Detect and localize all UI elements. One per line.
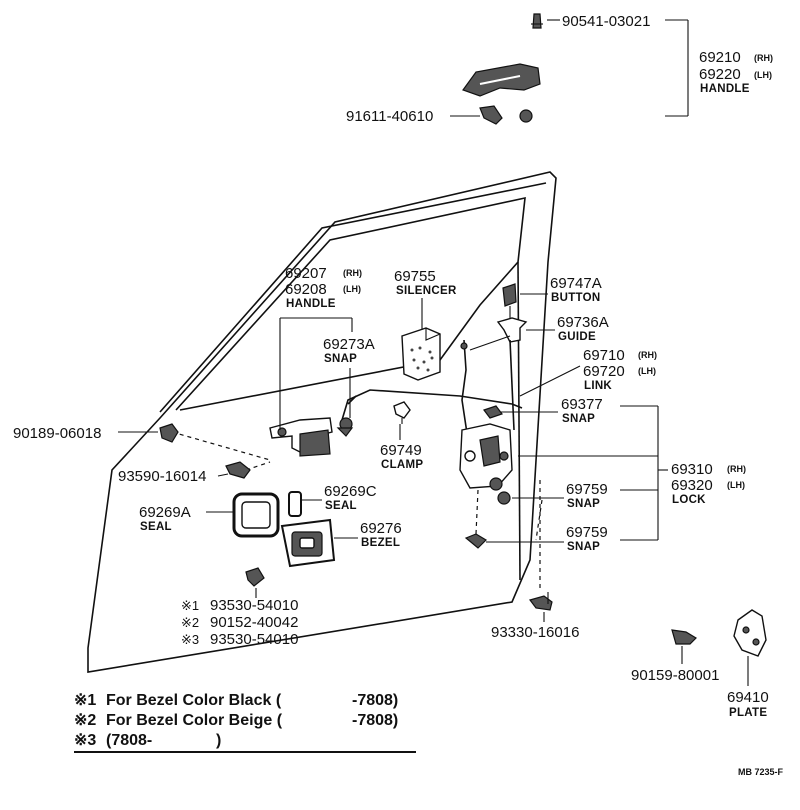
label-69273a: 69273A — [323, 336, 375, 353]
inside-mechanism — [171, 283, 543, 592]
label-69220-side: (LH) — [754, 70, 772, 80]
label-69749: 69749 — [380, 442, 422, 459]
label-seal-69269a: SEAL — [140, 521, 172, 533]
note-1-mark: ※1 — [74, 692, 96, 709]
screw-93590 — [225, 461, 251, 479]
screw-2-num: 90152-40042 — [210, 614, 298, 631]
lock-button — [502, 283, 517, 318]
label-69320-side: (LH) — [727, 480, 745, 490]
label-guide: GUIDE — [558, 331, 596, 343]
label-90159-80001: 90159-80001 — [631, 667, 719, 684]
label-snap-69273a: SNAP — [324, 353, 357, 365]
clip-90189 — [159, 423, 179, 443]
door-outline — [87, 171, 557, 673]
screw-1-mark: ※1 — [181, 598, 199, 613]
label-bezel: BEZEL — [361, 537, 400, 549]
label-69269c: 69269C — [324, 483, 377, 500]
label-93590-16014: 93590-16014 — [118, 468, 206, 485]
label-69276: 69276 — [360, 520, 402, 537]
screw-1-num: 93530-54010 — [210, 597, 298, 614]
label-69377: 69377 — [561, 396, 603, 413]
label-69208-side: (LH) — [343, 284, 361, 294]
label-69269a: 69269A — [139, 504, 191, 521]
label-handle-inside: HANDLE — [286, 298, 336, 310]
note-3-text: (7808- — [106, 732, 152, 749]
inside-handle — [269, 417, 333, 457]
label-plate: PLATE — [729, 707, 767, 719]
label-snap-69377: SNAP — [562, 413, 595, 425]
label-69410: 69410 — [727, 689, 769, 706]
label-69207: 69207 — [285, 265, 327, 282]
guide — [496, 317, 528, 343]
label-90541-03021: 90541-03021 — [562, 13, 650, 30]
label-link: LINK — [584, 380, 612, 392]
label-69207-side: (RH) — [343, 268, 362, 278]
note-3-range: ) — [216, 732, 221, 749]
door-lock — [459, 423, 513, 491]
label-lock: LOCK — [672, 494, 706, 506]
clamp-69749 — [393, 401, 411, 424]
label-seal-69269c: SEAL — [325, 500, 357, 512]
outside-handle — [462, 63, 541, 97]
bezel-screw-list: ※1 93530-54010 ※2 90152-40042 ※3 93530-5… — [181, 588, 298, 648]
screw-bezel — [245, 567, 265, 587]
label-button: BUTTON — [551, 292, 601, 304]
label-snap-69759-a: SNAP — [567, 498, 600, 510]
note-2-mark: ※2 — [74, 712, 96, 729]
label-69220: 69220 — [699, 66, 741, 83]
label-69710-side: (RH) — [638, 350, 657, 360]
label-69208: 69208 — [285, 281, 327, 298]
note-2-range: -7808) — [352, 712, 398, 729]
silencer — [401, 327, 441, 381]
note-1-range: -7808) — [352, 692, 398, 709]
note-2-text: For Bezel Color Beige ( — [106, 712, 283, 729]
outside-handle-group: 90541-03021 69210 (RH) 69220 (LH) HANDLE… — [346, 13, 773, 125]
label-69736a: 69736A — [557, 314, 609, 331]
screw-90541 — [531, 13, 543, 29]
seal-69269a — [232, 492, 280, 538]
label-69720: 69720 — [583, 363, 625, 380]
snap-69273a — [336, 417, 354, 437]
reference-code: MB 7235-F — [738, 767, 784, 777]
label-69755: 69755 — [394, 268, 436, 285]
label-69320: 69320 — [671, 477, 713, 494]
label-69210: 69210 — [699, 49, 741, 66]
label-69310-side: (RH) — [727, 464, 746, 474]
label-69759-b: 69759 — [566, 524, 608, 541]
label-snap-69759-b: SNAP — [567, 541, 600, 553]
note-3-mark: ※3 — [74, 732, 96, 749]
screw-91611 — [479, 105, 533, 125]
seal-69269c — [288, 491, 302, 517]
label-69210-side: (RH) — [754, 53, 773, 63]
screw-93330 — [528, 592, 553, 611]
screw-3-num: 93530-54010 — [210, 631, 298, 648]
screw-3-mark: ※3 — [181, 632, 199, 647]
notes: ※1 For Bezel Color Black ( -7808) ※2 For… — [74, 692, 416, 753]
label-91611-40610: 91611-40610 — [346, 108, 433, 125]
screw-90159 — [671, 629, 697, 645]
bezel-69276 — [280, 518, 336, 568]
screw-2-mark: ※2 — [181, 615, 199, 630]
label-69720-side: (LH) — [638, 366, 656, 376]
label-93330-16016: 93330-16016 — [491, 624, 579, 641]
note-1-text: For Bezel Color Black ( — [106, 692, 282, 709]
label-69710: 69710 — [583, 347, 625, 364]
label-90189-06018: 90189-06018 — [13, 425, 101, 442]
label-69759-a: 69759 — [566, 481, 608, 498]
label-69310: 69310 — [671, 461, 713, 478]
label-silencer: SILENCER — [396, 285, 457, 297]
striker-plate — [733, 609, 767, 657]
label-69747a: 69747A — [550, 275, 602, 292]
label-clamp: CLAMP — [381, 459, 423, 471]
label-handle-outside: HANDLE — [700, 83, 750, 95]
